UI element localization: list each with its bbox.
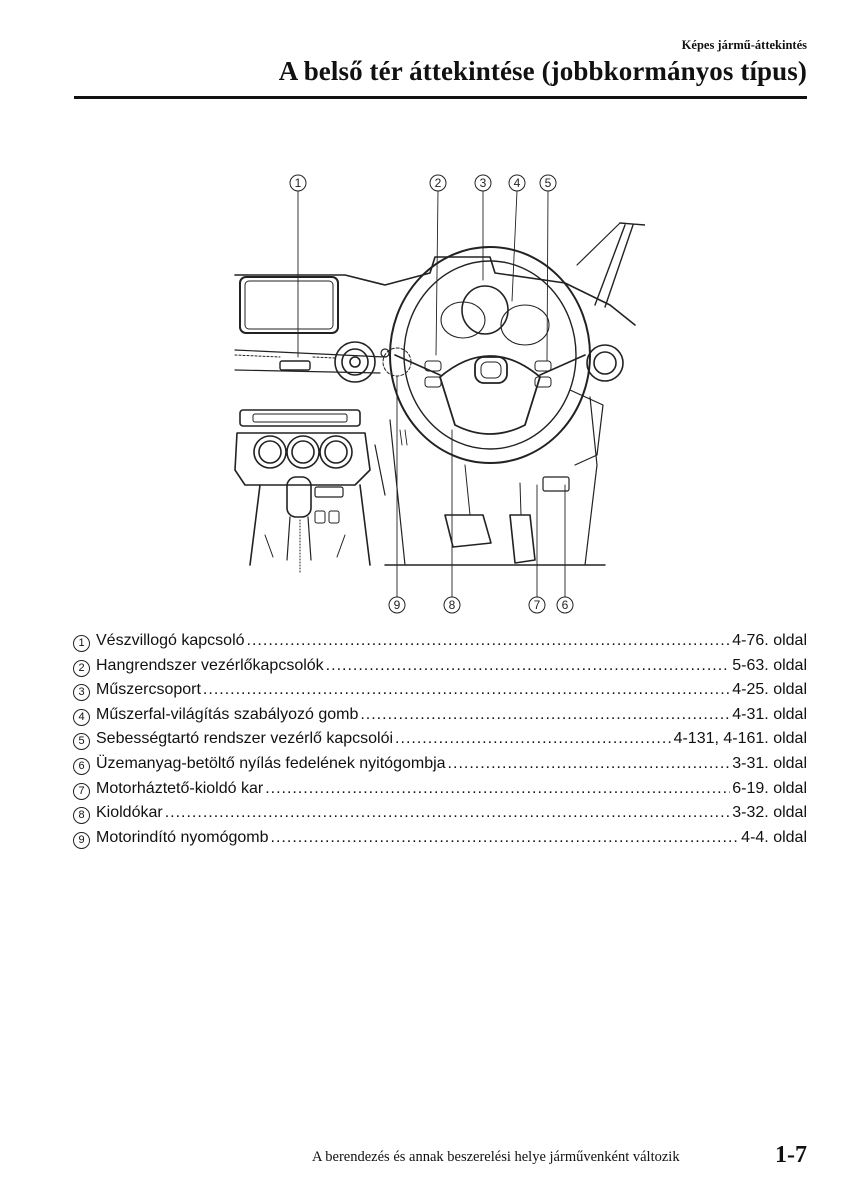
leader-dots <box>203 681 730 699</box>
legend-label: Üzemanyag-betöltő nyílás fedelének nyitó… <box>96 754 446 772</box>
leader-dots <box>360 706 730 724</box>
callout-2: 2 <box>429 174 447 356</box>
svg-text:4: 4 <box>514 176 521 190</box>
legend-number: 3 <box>73 684 90 702</box>
page-title: A belső tér áttekintése (jobbkormányos t… <box>278 56 807 86</box>
legend-number: 5 <box>73 733 90 751</box>
callout-7: 7 <box>528 484 546 614</box>
callout-3: 3 <box>474 174 492 281</box>
legend-number: 1 <box>73 635 90 652</box>
legend-label: Hangrendszer vezérlőkapcsolók <box>96 656 324 674</box>
legend-page-ref: 6-19. oldal <box>732 779 807 797</box>
legend-label: Műszercsoport <box>96 681 201 699</box>
legend-page-ref: 4-76. oldal <box>732 632 807 649</box>
legend-page-ref: 5-63. oldal <box>732 656 807 674</box>
legend-item: 2 Hangrendszer vezérlőkapcsolók 5-63. ol… <box>73 657 807 682</box>
svg-text:6: 6 <box>562 598 569 612</box>
svg-text:3: 3 <box>480 176 487 190</box>
legend-page-ref: 4-131, 4-161. oldal <box>673 730 807 748</box>
legend-label: Sebességtartó rendszer vezérlő kapcsolói <box>96 730 394 748</box>
title-rule <box>74 96 807 99</box>
legend-number: 2 <box>73 659 90 677</box>
legend-number: 6 <box>73 757 90 775</box>
callout-6: 6 <box>556 484 574 614</box>
legend-label: Kioldókar <box>96 804 163 822</box>
legend-number: 9 <box>73 831 90 849</box>
legend-page-ref: 4-4. oldal <box>741 828 807 846</box>
leader-dots <box>271 829 740 847</box>
legend-label: Motorindító nyomógomb <box>96 828 269 846</box>
leader-dots <box>265 780 730 798</box>
callout-1: 1 <box>289 174 307 358</box>
svg-text:9: 9 <box>394 598 401 612</box>
svg-text:1: 1 <box>295 176 302 190</box>
section-label: Képes jármű-áttekintés <box>681 38 807 52</box>
legend-item: 9 Motorindító nyomógomb 4-4. oldal <box>73 829 807 854</box>
page-number: 1-7 <box>775 1142 807 1168</box>
legend-label: Motorháztető-kioldó kar <box>96 779 264 797</box>
legend-item: 1 Vészvillogó kapcsoló 4-76. oldal <box>73 632 807 657</box>
legend-item: 6 Üzemanyag-betöltő nyílás fedelének nyi… <box>73 755 807 780</box>
svg-text:7: 7 <box>534 598 541 612</box>
leader-dots <box>247 632 731 650</box>
callout-9: 9 <box>388 375 406 614</box>
legend-label: Műszerfal-világítás szabályozó gomb <box>96 705 359 723</box>
svg-text:8: 8 <box>449 598 456 612</box>
legend-item: 4 Műszerfal-világítás szabályozó gomb 4-… <box>73 706 807 731</box>
footer-note: A berendezés és annak beszerelési helye … <box>312 1149 680 1165</box>
legend-page-ref: 4-31. oldal <box>732 705 807 723</box>
legend-item: 3 Műszercsoport 4-25. oldal <box>73 681 807 706</box>
legend-number: 4 <box>73 708 90 726</box>
component-legend: 1 Vészvillogó kapcsoló 4-76. oldal 2 Han… <box>73 632 807 853</box>
legend-page-ref: 4-25. oldal <box>732 681 807 699</box>
legend-page-ref: 3-32. oldal <box>732 804 807 822</box>
interior-overview-illustration: 1 2 3 4 5 <box>225 165 645 625</box>
legend-page-ref: 3-31. oldal <box>732 754 807 772</box>
legend-number: 8 <box>73 807 90 825</box>
svg-text:2: 2 <box>435 176 442 190</box>
leader-dots <box>448 755 731 773</box>
leader-dots <box>326 657 731 675</box>
svg-text:5: 5 <box>545 176 552 190</box>
leader-dots <box>395 730 672 748</box>
legend-item: 8 Kioldókar 3-32. oldal <box>73 804 807 829</box>
leader-dots <box>165 804 731 822</box>
callout-4: 4 <box>508 174 526 302</box>
legend-item: 5 Sebességtartó rendszer vezérlő kapcsol… <box>73 730 807 755</box>
legend-number: 7 <box>73 782 90 800</box>
legend-item: 7 Motorháztető-kioldó kar 6-19. oldal <box>73 780 807 805</box>
legend-label: Vészvillogó kapcsoló <box>96 632 245 649</box>
callout-8: 8 <box>443 429 461 614</box>
